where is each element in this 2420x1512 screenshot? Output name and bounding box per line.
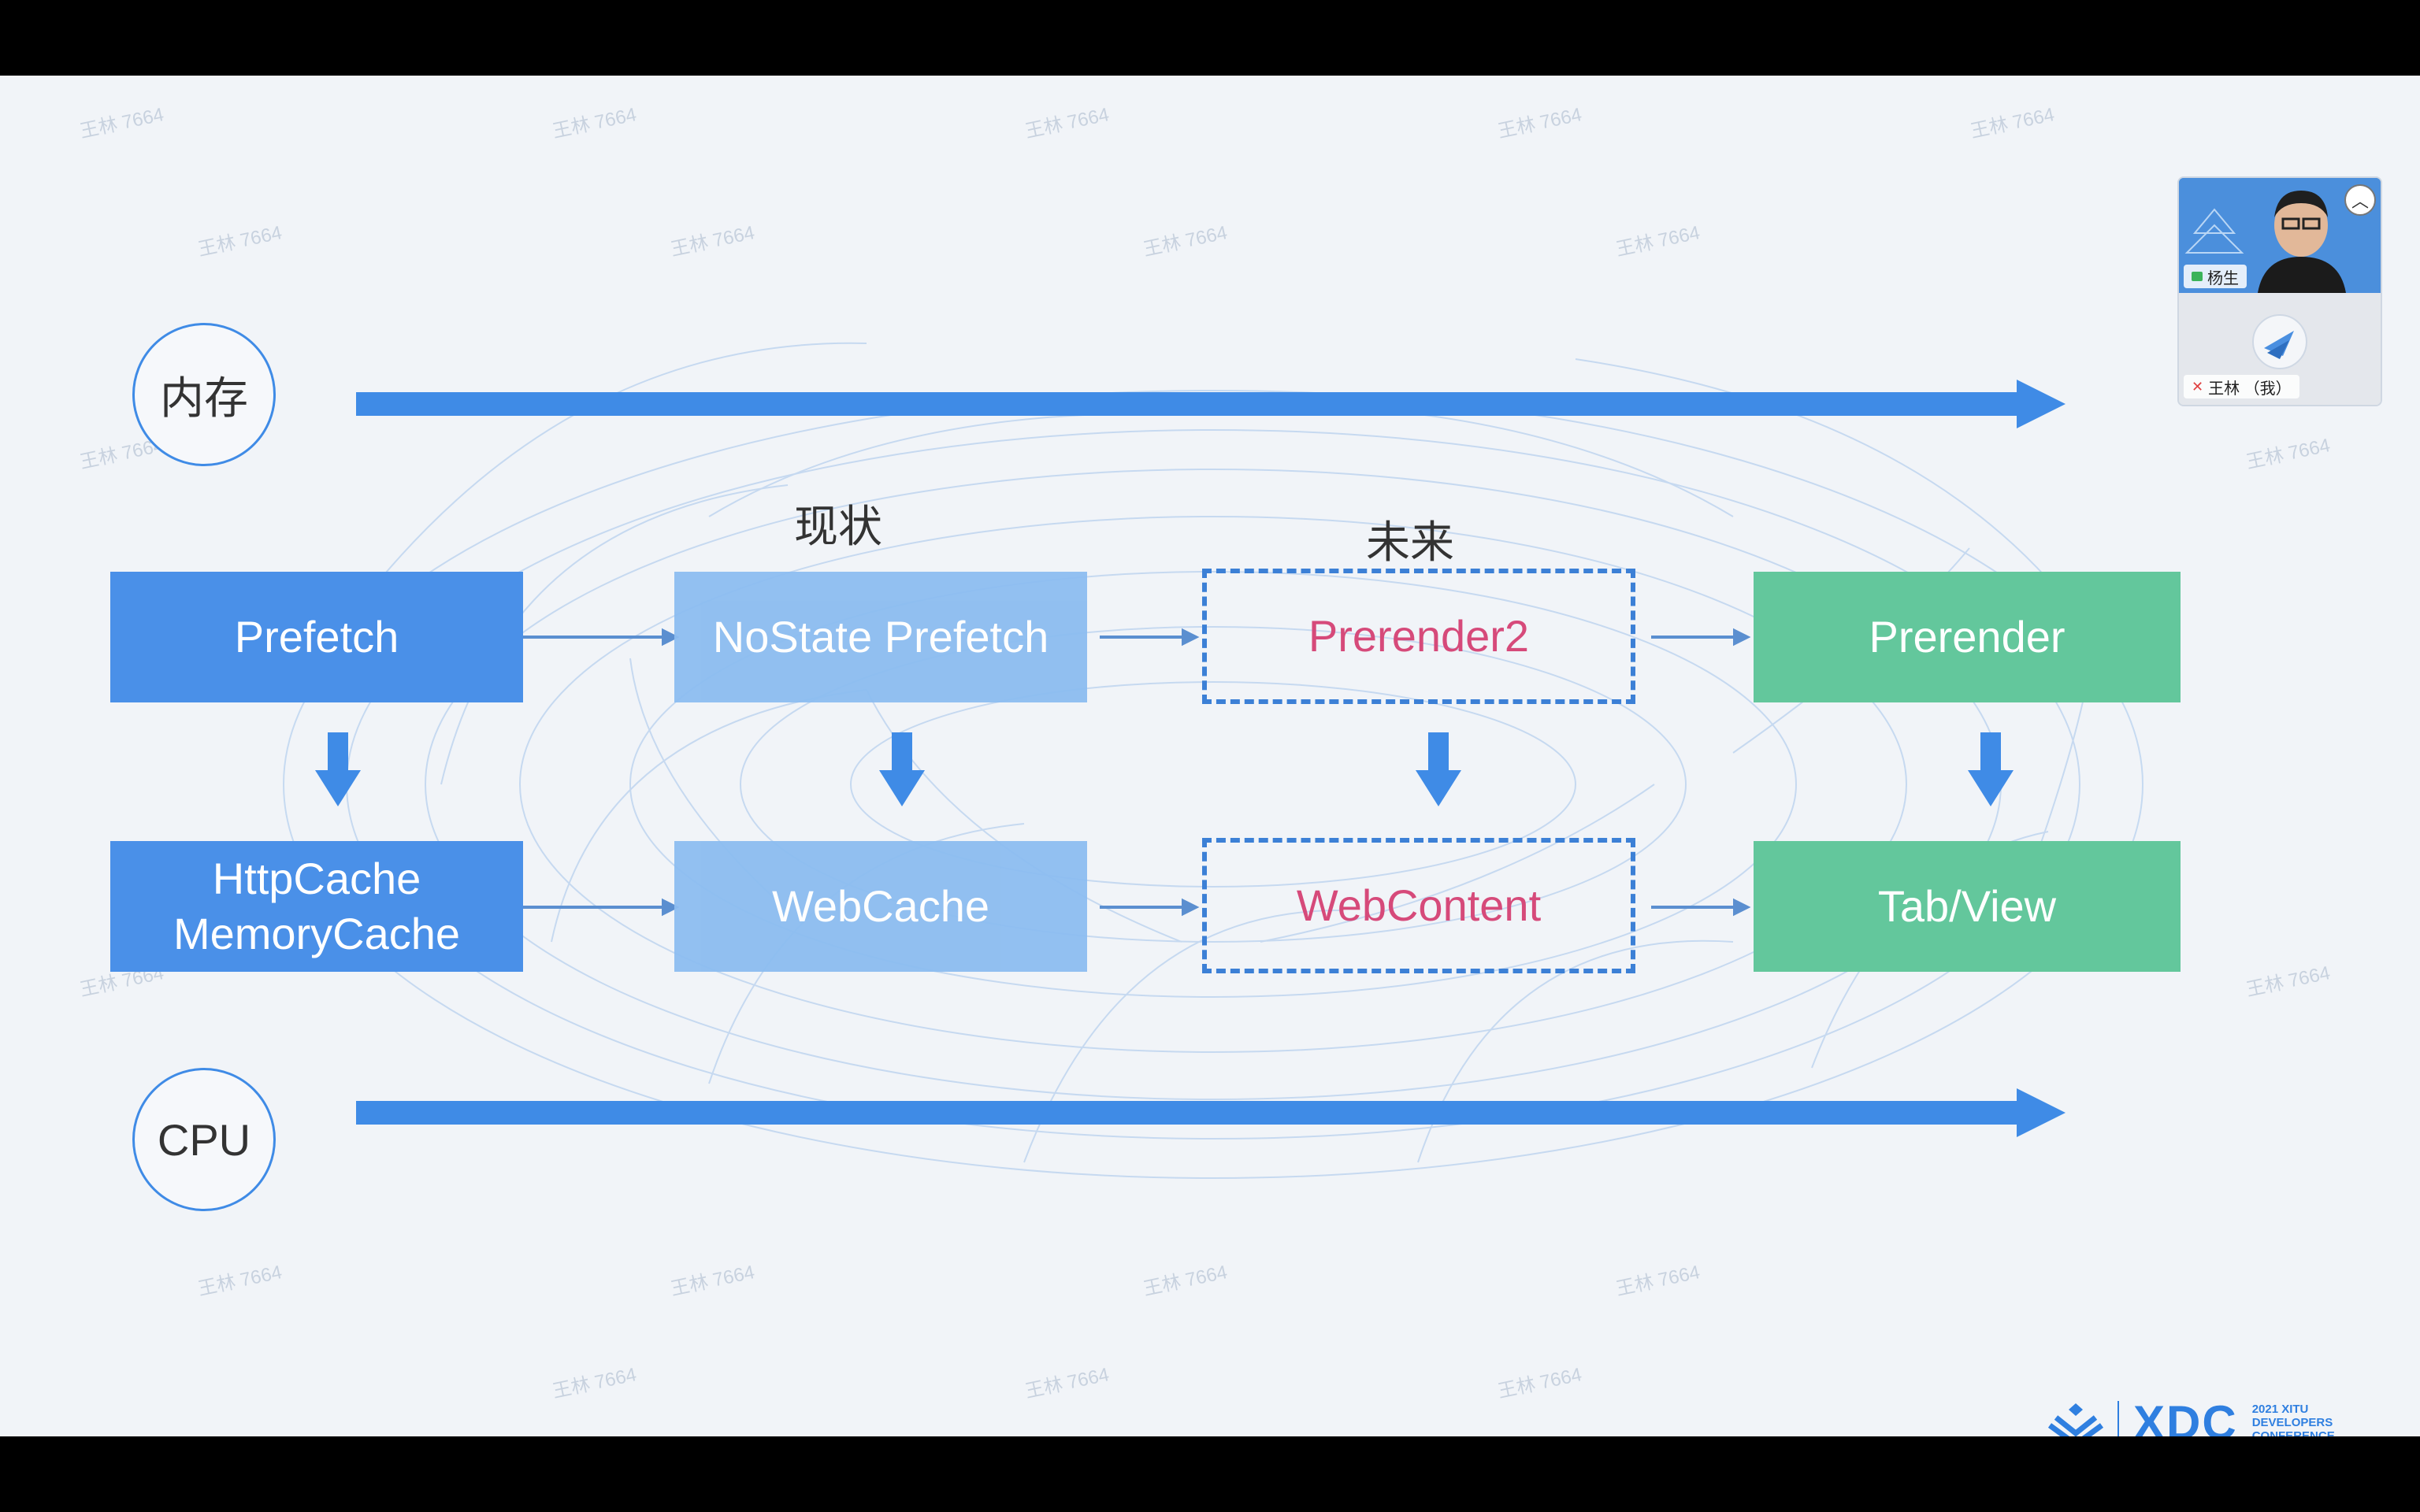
speaker-video[interactable]: 杨生 <box>2179 178 2381 293</box>
memorycache-label: MemoryCache <box>173 909 461 958</box>
prerender-box: Prerender <box>1754 572 2181 702</box>
nostate-prefetch-label: NoState Prefetch <box>712 612 1049 662</box>
bottom-letterbox <box>0 1436 2420 1512</box>
tabview-box: Tab/View <box>1754 841 2181 972</box>
prerender2-label: Prerender2 <box>1308 611 1530 661</box>
httpcache-label: HttpCache <box>212 854 421 903</box>
webcontent-box: WebContent <box>1202 838 1635 973</box>
top-letterbox <box>0 0 2420 76</box>
self-avatar-icon <box>2252 314 2307 369</box>
row1-connectors <box>523 628 1751 647</box>
video-panel: 杨生 ✕ 王林 （我） <box>2177 176 2382 406</box>
cpu-arrow <box>356 1088 2066 1137</box>
row2-connectors <box>523 898 1751 917</box>
juejin-logo-icon <box>2048 1403 2103 1436</box>
xdc-logo: XDC 2021 XITU DEVELOPERS CONFERENCE <box>2048 1396 2335 1437</box>
memory-arrow <box>356 380 2066 428</box>
self-video[interactable]: ✕ 王林 （我） <box>2179 293 2381 405</box>
logo-sub-2: DEVELOPERS <box>2251 1415 2333 1429</box>
prefetch-label: Prefetch <box>234 612 399 662</box>
prerender-label: Prerender <box>1869 612 2066 662</box>
future-label: 未来 <box>1366 517 1454 567</box>
chevron-up-icon[interactable]: ︿ <box>2344 184 2376 216</box>
tabview-label: Tab/View <box>1877 881 2057 931</box>
screen-share-icon <box>2192 272 2203 281</box>
down-arrows <box>315 732 2014 806</box>
speaker-name: 杨生 <box>2207 269 2239 287</box>
logo-subtitle: 2021 XITU DEVELOPERS CONFERENCE <box>2252 1403 2335 1437</box>
memory-circle: 内存 <box>132 323 276 466</box>
prerender2-box: Prerender2 <box>1202 569 1635 704</box>
webcontent-label: WebContent <box>1296 880 1542 930</box>
mic-muted-icon: ✕ <box>2192 378 2204 395</box>
presentation-slide: 王林 7664 王林 7664 王林 7664 王林 7664 王林 7664 … <box>0 76 2420 1436</box>
logo-sub-1: 2021 XITU <box>2251 1402 2309 1416</box>
cpu-circle: CPU <box>132 1068 276 1211</box>
httpcache-box: HttpCache MemoryCache <box>110 841 523 972</box>
self-name-tag: ✕ 王林 （我） <box>2184 375 2299 398</box>
logo-text: XDC <box>2133 1395 2238 1437</box>
nostate-prefetch-box: NoState Prefetch <box>674 572 1087 702</box>
current-label: 现状 <box>794 502 882 551</box>
webcache-box: WebCache <box>674 841 1087 972</box>
wireframe-torus <box>283 342 2143 1179</box>
slide-graphics <box>283 342 2143 1179</box>
prefetch-box: Prefetch <box>110 572 523 702</box>
logo-sub-3: CONFERENCE <box>2251 1429 2335 1437</box>
self-name: 王林 （我） <box>2208 380 2292 398</box>
webcache-label: WebCache <box>771 881 989 931</box>
logo-separator <box>2118 1401 2119 1436</box>
speaker-name-tag: 杨生 <box>2184 265 2247 288</box>
